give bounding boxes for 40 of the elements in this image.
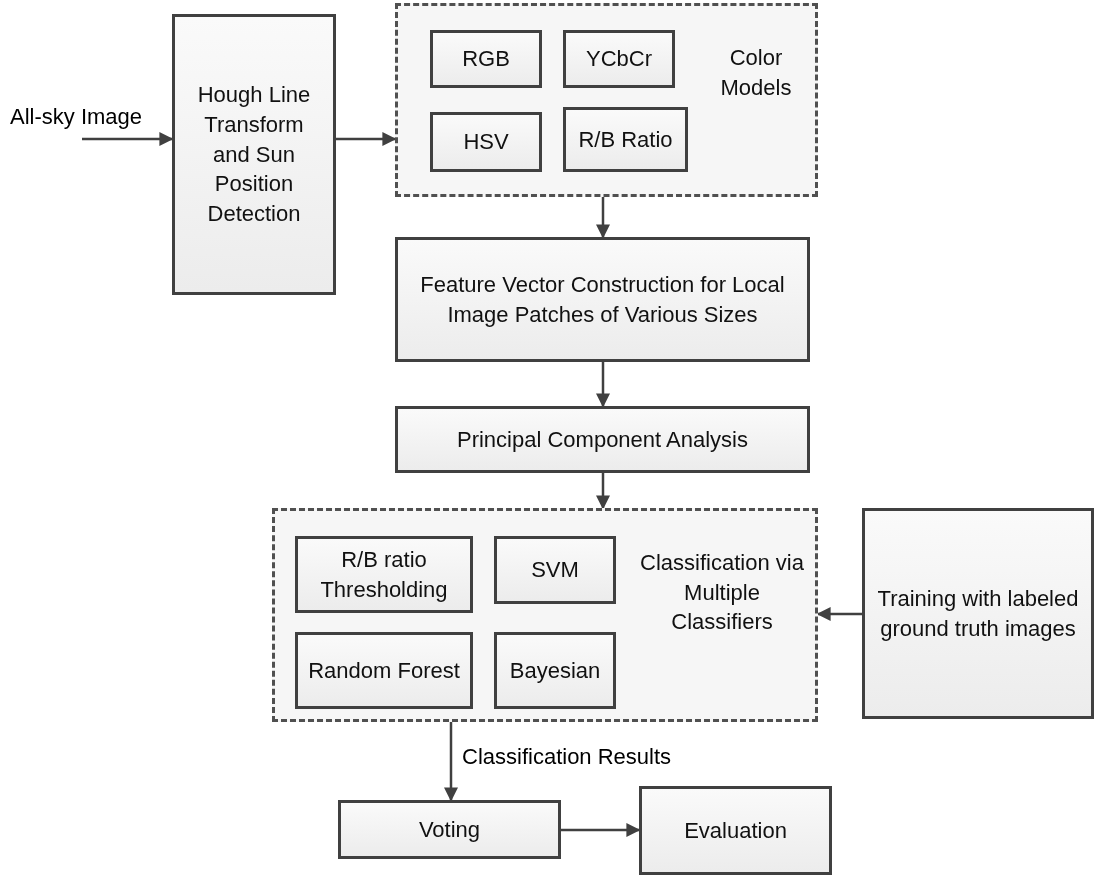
box-label: Voting: [417, 815, 482, 844]
process-box: [172, 14, 336, 295]
process-box: [862, 508, 1094, 719]
box-label: Hough Line Transform and Sun Position Detection: [196, 81, 312, 229]
process-box: [563, 30, 675, 88]
process-box: [295, 536, 473, 613]
process-box: [295, 632, 473, 709]
arrow: [596, 362, 610, 408]
dashed-group-box: [395, 3, 818, 197]
box-label: YCbCr: [585, 45, 653, 74]
box-label: Bayesian: [508, 656, 602, 685]
box-label: HSV: [462, 128, 510, 157]
box-label: Random Forest: [307, 656, 461, 685]
group-title: Color Models: [719, 44, 793, 102]
arrow: [336, 132, 397, 146]
arrow: [816, 607, 862, 621]
group-title: Classification via Multiple Classifiers: [639, 549, 805, 637]
box-label: Evaluation: [683, 816, 788, 845]
process-box: [494, 632, 616, 709]
process-box: [395, 406, 810, 473]
process-box: [430, 30, 542, 88]
process-box: [395, 237, 810, 362]
process-box: [639, 786, 832, 875]
box-label: Training with labeled ground truth images: [876, 584, 1080, 643]
dashed-group-box: [272, 508, 818, 722]
box-label: Feature Vector Construction for Local Image Patches of Various Sizes: [419, 270, 786, 329]
process-box: [338, 800, 561, 859]
box-label: RGB: [461, 45, 511, 74]
arrow: [82, 132, 174, 146]
box-label: SVM: [530, 556, 580, 585]
arrow: [561, 823, 641, 837]
process-box: [563, 107, 688, 172]
process-box: [494, 536, 616, 604]
arrow: [596, 473, 610, 510]
box-label: R/B ratio Thresholding: [319, 545, 449, 604]
arrow: [444, 722, 458, 802]
box-label: R/B Ratio: [577, 125, 674, 154]
arrow: [596, 197, 610, 239]
process-box: [430, 112, 542, 172]
box-label: Principal Component Analysis: [455, 425, 749, 454]
